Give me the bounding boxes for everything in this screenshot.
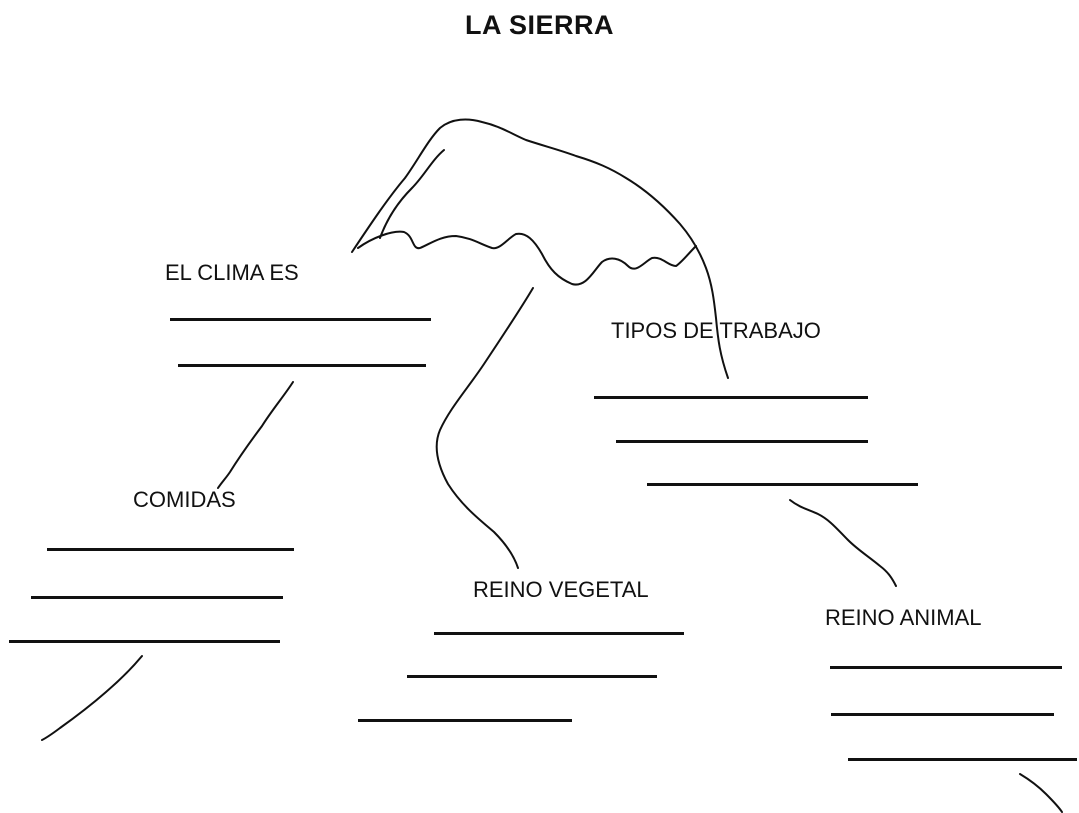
connector-comidas-tail	[41, 655, 143, 741]
answer-line-trabajo-1[interactable]	[594, 396, 868, 399]
label-animal: REINO ANIMAL	[825, 605, 982, 630]
connector-mountain-vegetal	[435, 287, 534, 569]
answer-line-clima-2[interactable]	[178, 364, 426, 367]
answer-line-animal-2[interactable]	[831, 713, 1054, 716]
answer-line-trabajo-3[interactable]	[647, 483, 918, 486]
label-trabajo: TIPOS DE TRABAJO	[611, 318, 821, 343]
answer-line-vegetal-2[interactable]	[407, 675, 657, 678]
mountain-detail	[379, 149, 445, 239]
snowcap-line	[357, 230, 697, 286]
label-comidas: COMIDAS	[133, 487, 236, 512]
answer-line-trabajo-2[interactable]	[616, 440, 868, 443]
answer-line-vegetal-1[interactable]	[434, 632, 684, 635]
answer-line-animal-1[interactable]	[830, 666, 1062, 669]
page-title: LA SIERRA	[464, 10, 614, 40]
answer-line-clima-1[interactable]	[170, 318, 431, 321]
answer-line-comidas-3[interactable]	[9, 640, 280, 643]
connector-animal-tail	[1019, 773, 1063, 813]
answer-line-comidas-2[interactable]	[31, 596, 283, 599]
mountain-outline	[351, 118, 729, 379]
label-vegetal: REINO VEGETAL	[473, 577, 649, 602]
answer-line-vegetal-3[interactable]	[358, 719, 572, 722]
connector-clima-comidas	[217, 381, 294, 489]
label-clima: EL CLIMA ES	[165, 260, 299, 285]
answer-line-comidas-1[interactable]	[47, 548, 294, 551]
answer-line-animal-3[interactable]	[848, 758, 1077, 761]
connector-trabajo-animal	[789, 499, 897, 587]
